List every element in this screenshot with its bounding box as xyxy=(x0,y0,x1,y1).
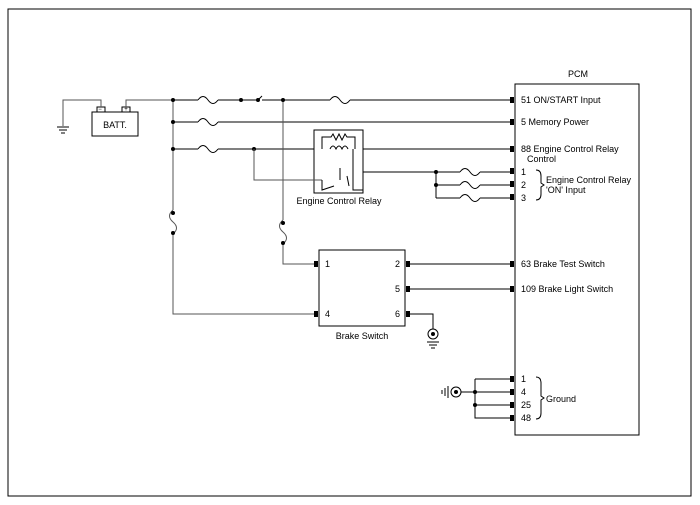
fuse-icon xyxy=(197,96,219,104)
brake-switch-pin-1: 1 xyxy=(325,259,330,269)
brake-ground-wire xyxy=(410,313,434,329)
pcm-terminal xyxy=(510,402,514,408)
fuse-icon xyxy=(197,118,219,126)
battery-icon xyxy=(91,106,139,137)
pcm-ground-pin-25: 25 xyxy=(521,400,531,410)
battery-label: BATT. xyxy=(103,120,127,130)
engine-control-relay-box xyxy=(313,129,364,194)
pcm-terminals xyxy=(510,97,514,421)
pcm-terminal xyxy=(510,146,514,152)
pcm-box xyxy=(514,83,640,436)
pcm-ground-pin-48: 48 xyxy=(521,413,531,423)
relay-arm-icon xyxy=(339,168,350,187)
brake-switch-pin-2: 2 xyxy=(395,259,400,269)
pcm-relay-on-pin-2: 2 xyxy=(521,180,526,190)
pcm-relay-on-pin-3: 3 xyxy=(521,193,526,203)
fuse-icon xyxy=(279,219,287,245)
diagram-frame xyxy=(7,8,692,497)
brake-switch-pin-6: 6 xyxy=(395,309,400,319)
ground-icon xyxy=(441,386,462,398)
pcm-terminal xyxy=(510,119,514,125)
pcm-terminal xyxy=(510,97,514,103)
pcm-ground-pin-4: 4 xyxy=(521,387,526,397)
pcm-ground-pin-1: 1 xyxy=(521,374,526,384)
pcm-ground-wires xyxy=(474,378,510,419)
fuse-icon xyxy=(169,209,177,235)
pcm-pin-51: 51 ON/START Input xyxy=(521,95,601,105)
pcm-terminal xyxy=(510,415,514,421)
pcm-terminal xyxy=(510,389,514,395)
pcm-terminal xyxy=(510,168,514,174)
brake-switch-box xyxy=(318,249,406,327)
brake-switch-label: Brake Switch xyxy=(336,331,389,341)
relay-on-label-line1: Engine Control Relay xyxy=(546,175,632,185)
relay-output-wire xyxy=(352,149,364,191)
fuse-icon xyxy=(329,96,351,104)
battery-minus: − xyxy=(98,107,102,113)
pcm-pin-63: 63 Brake Test Switch xyxy=(521,259,605,269)
fuse-icon xyxy=(459,194,481,202)
ground-icon xyxy=(427,328,439,349)
pcm-pin-109: 109 Brake Light Switch xyxy=(521,284,613,294)
brake-switch-pin-4: 4 xyxy=(325,309,330,319)
relay-on-label-line2: 'ON' Input xyxy=(546,185,586,195)
pcm-title: PCM xyxy=(568,69,588,79)
ground-label: Ground xyxy=(546,394,576,404)
relay-contact-wire xyxy=(253,149,322,181)
fuse-icon xyxy=(459,168,481,176)
pcm-terminal xyxy=(510,194,514,200)
ground-brace xyxy=(535,376,545,420)
battery-plus: + xyxy=(124,107,128,113)
brake-switch-pin-5: 5 xyxy=(395,284,400,294)
pcm-pin-88-line2: Control xyxy=(527,154,556,164)
pcm-terminal xyxy=(510,286,514,292)
battery-ground-wire xyxy=(62,99,102,126)
relay-coil-icon xyxy=(321,132,356,151)
brake-switch-4-wire xyxy=(172,234,314,315)
pcm-pin-5: 5 Memory Power xyxy=(521,117,589,127)
pcm-terminal xyxy=(510,376,514,382)
relay-contact-icon xyxy=(321,180,335,191)
pcm-pin-88: 88 Engine Control Relay xyxy=(521,144,619,154)
fuse-icon xyxy=(459,181,481,189)
ground-icon xyxy=(57,126,69,134)
brake-feed-wire-b xyxy=(282,244,314,265)
relay-on-brace xyxy=(535,169,545,201)
pcm-relay-on-pin-1: 1 xyxy=(521,167,526,177)
engine-control-relay-label: Engine Control Relay xyxy=(296,196,382,206)
junction-dots xyxy=(171,98,477,407)
pcm-terminal xyxy=(510,261,514,267)
battery-positive-wire xyxy=(125,99,173,107)
fuse-icon xyxy=(197,145,219,153)
brake-switch-terminals xyxy=(314,261,410,317)
pcm-terminal xyxy=(510,181,514,187)
